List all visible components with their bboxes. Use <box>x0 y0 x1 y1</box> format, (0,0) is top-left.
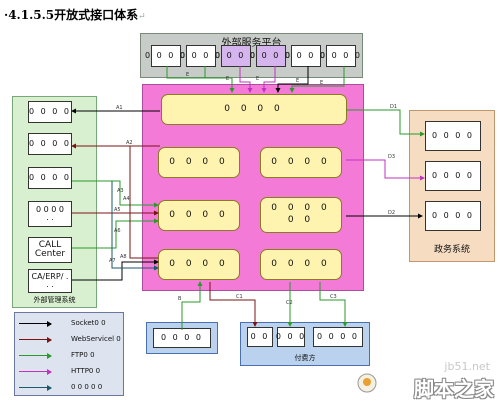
legend-label: Socket0 0 <box>71 319 106 327</box>
payer-box: 0 0 <box>247 327 273 347</box>
legend-label: WebServicel 0 <box>71 335 121 343</box>
legend-item: FTP0 0 <box>19 349 95 361</box>
site-logo-icon <box>357 373 377 393</box>
legend-swatch <box>19 384 52 391</box>
legend-item: Socket0 0 <box>19 317 106 329</box>
wire-label: D3 <box>388 154 395 160</box>
wire-label: B <box>178 296 182 302</box>
section-number: 4.1.5.5 <box>8 8 55 22</box>
management-box: 0 0 0 0 <box>28 167 72 189</box>
wire-label: C1 <box>236 294 243 300</box>
government-box: 0 0 0 0 <box>425 161 481 191</box>
management-box: 0 0 0 0 <box>28 133 72 155</box>
wire-label: C2 <box>286 300 293 306</box>
core-module: 0 0 0 0 <box>158 200 240 231</box>
watermark-brand: 脚本之家 <box>414 377 494 401</box>
wire-label: A4 <box>123 196 130 202</box>
legend-label: FTP0 0 <box>71 351 95 359</box>
platform-links <box>166 66 345 93</box>
core-module: 0 0 0 0 <box>260 249 342 280</box>
payer-title: 付费方 <box>294 354 316 362</box>
legend-item: WebServicel 0 <box>19 333 121 345</box>
bottom-left-system: 0 0 0 0 <box>146 322 218 354</box>
core-platform: 0 0 0 0 0 0 0 0 0 0 0 0 0 0 0 0 0 0 0 0 … <box>142 84 364 291</box>
wire-label: E <box>296 78 299 84</box>
payer-box: 0 0 0 0 <box>313 327 363 347</box>
return-mark: ↵ <box>138 12 146 22</box>
wire-label: E <box>186 72 189 78</box>
wire-label: A1 <box>116 105 123 111</box>
external-management-systems: 0 0 0 0 0 0 0 0 0 0 0 0 0 0 0 0 . . CALL… <box>12 96 97 308</box>
wire-label: A7 <box>109 258 116 264</box>
wire-label: A6 <box>114 228 121 234</box>
wire-label: A2 <box>126 140 133 146</box>
legend-label: 0 0 0 0 0 <box>71 383 103 391</box>
core-module: 0 0 0 0 <box>158 147 240 178</box>
legend-item: HTTP0 0 <box>19 365 100 377</box>
legend: Socket0 0 WebServicel 0 FTP0 0 HTTP0 0 0… <box>14 312 124 396</box>
payer-system: 0 0 0 0 0 0 0 0 0 付费方 <box>240 322 370 366</box>
call-center-box: CALL Center <box>28 237 72 263</box>
government-links <box>346 109 425 219</box>
watermark-site: jb51.net <box>444 360 490 373</box>
ca-erp-box: CA/ERP/ . . . <box>28 269 72 293</box>
wire-label: A3 <box>117 188 124 194</box>
external-platform-title: 外部服务平台 <box>221 38 282 49</box>
government-title: 政务系统 <box>433 245 470 255</box>
section-title: 开放式接口体系 <box>54 8 139 22</box>
core-module: 0 0 0 0 <box>260 147 342 178</box>
legend-swatch <box>19 352 52 359</box>
management-title: 外部管理系统 <box>33 296 76 304</box>
government-systems: 0 0 0 0 0 0 0 0 0 0 0 0 政务系统 <box>409 110 495 262</box>
wire-label: A8 <box>120 254 127 260</box>
wire-label: E <box>226 76 229 82</box>
legend-swatch <box>19 368 52 375</box>
government-box: 0 0 0 0 <box>425 121 481 151</box>
legend-swatch <box>19 320 52 327</box>
legend-label: HTTP0 0 <box>71 367 101 375</box>
management-links <box>71 108 160 281</box>
wire-label: E <box>320 80 323 86</box>
legend-swatch <box>19 336 52 343</box>
bottom-links <box>181 281 348 330</box>
payer-box: 0 0 0 <box>276 327 305 347</box>
core-module: 0 0 0 0 0 0 <box>260 197 342 233</box>
external-service-platform: 外部服务平台 0 0 0 0 0 0 0 0 0 0 0 0 0 0 0 0 0… <box>140 33 363 78</box>
legend-item: 0 0 0 0 0 <box>19 381 102 393</box>
core-module: 0 0 0 0 <box>161 94 347 125</box>
wire-label: D2 <box>388 210 395 216</box>
section-heading: ·4.1.5.5开放式接口体系↵ <box>4 8 146 22</box>
wire-label: E <box>256 76 259 82</box>
management-box: 0 0 0 0 . . <box>28 201 72 227</box>
wire-label: D1 <box>390 104 397 110</box>
wire-label: C3 <box>330 294 337 300</box>
government-box: 0 0 0 0 <box>425 201 481 231</box>
core-module: 0 0 0 0 <box>158 249 240 280</box>
wire-label: A5 <box>114 207 121 213</box>
wire-labels: E E E E E A1 A2 A3 A4 A5 A6 A7 A8 D1 D2 … <box>109 72 397 306</box>
